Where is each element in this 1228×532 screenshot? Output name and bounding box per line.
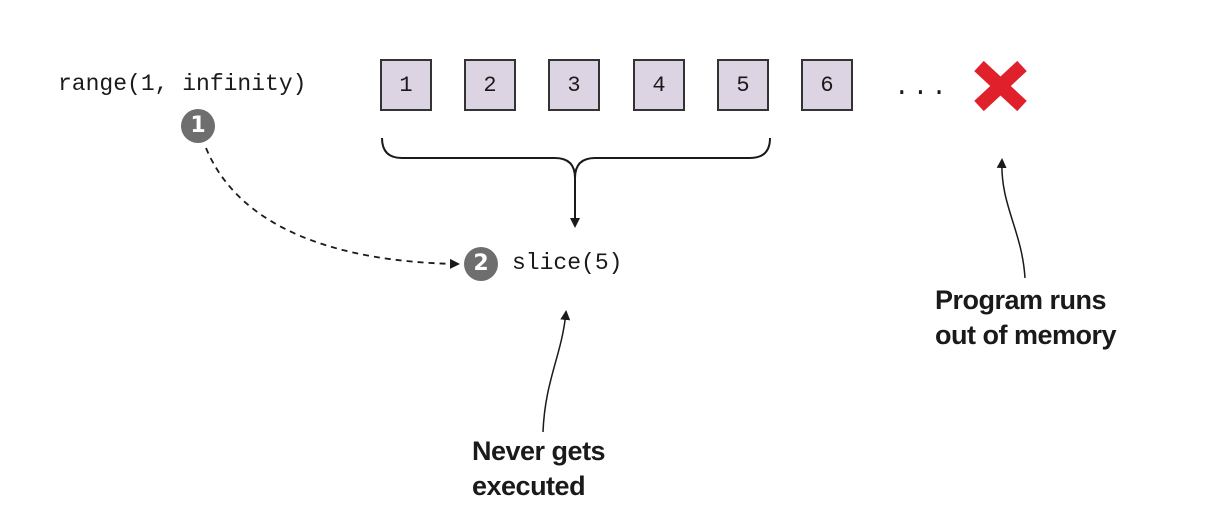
never-executed-arrow xyxy=(542,310,571,433)
sequence-cell: 3 xyxy=(548,59,600,111)
never-executed-note: Never gets executed xyxy=(472,434,606,504)
sequence-cell: 5 xyxy=(717,59,769,111)
out-of-memory-note: Program runs out of memory xyxy=(935,283,1117,353)
dashed-flow-arrow xyxy=(205,147,460,269)
sequence-ellipsis: ... xyxy=(894,72,950,102)
step-marker-1: 1 xyxy=(181,109,215,143)
sequence-cell: 6 xyxy=(801,59,853,111)
step-marker-2: 2 xyxy=(464,247,498,281)
grouping-brace xyxy=(381,137,771,179)
sequence-cell: 1 xyxy=(380,59,432,111)
sequence-cell: 2 xyxy=(464,59,516,111)
range-call-label: range(1, infinity) xyxy=(58,71,307,97)
sequence-cell: 4 xyxy=(633,59,685,111)
slice-call-label: slice(5) xyxy=(512,250,623,276)
note-line: Never gets xyxy=(472,436,606,466)
note-line: out of memory xyxy=(935,320,1117,350)
note-line: Program runs xyxy=(935,285,1107,315)
out-of-memory-arrow xyxy=(996,158,1026,279)
note-line: executed xyxy=(472,471,586,501)
cross-icon xyxy=(974,60,1027,112)
